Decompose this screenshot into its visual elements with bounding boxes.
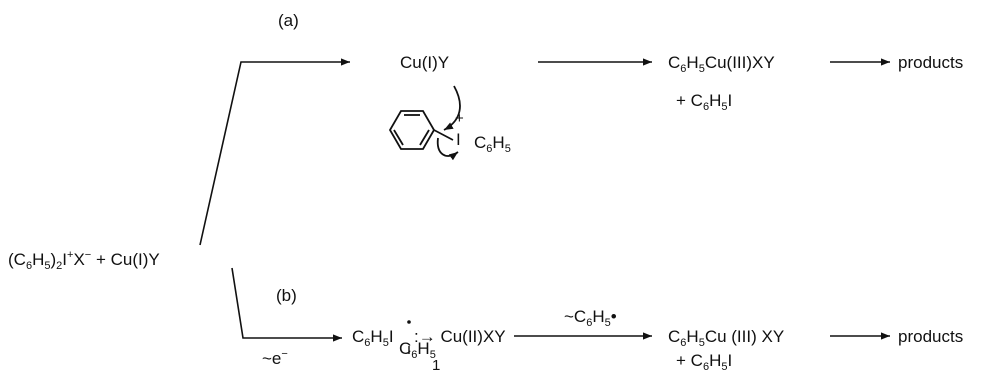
benzene-ring [388,110,436,150]
path-b-label: (b) [276,286,297,305]
electron-transfer-label: ~e− [262,348,288,368]
path-a-cu-reagent: Cu(I)Y [400,53,450,72]
curved-arrow-cu-attack [443,85,461,131]
path-b-product: C6H5Cu (III) XY [668,327,785,349]
path-b-final-products: products [898,327,964,346]
path-a-final-products: products [898,53,964,72]
intermediate-1-iodine-part: C6H5I [352,327,394,349]
branch-b-arrow [231,267,342,342]
iodonium-phenyl: C6H5 [474,133,511,155]
ring-to-iodine-bond [433,129,454,141]
iodonium-charge: + [455,110,464,127]
intermediate-1-copper-part: :→ Cu(II)XY [414,327,506,346]
intermediate-1-phenyl: C6H5 [399,339,436,361]
radical-loss-label: ~C6H5• [564,307,617,329]
iodonium-iodine: I [456,130,461,149]
branch-a-arrow [199,58,350,246]
reactant-formula: (C6H5)2I+X− + Cu(I)Y [8,249,160,272]
path-a-coproduct: + C6H5I [676,91,733,113]
intermediate-1-number: 1 [432,357,441,374]
iodine-radical-dot [407,320,411,324]
path-a-label: (a) [278,11,299,30]
path-a-product: C6H5Cu(III)XY [668,53,775,75]
curved-arrow-bond-cleavage [436,137,459,161]
path-b-coproduct: + C6H5I [676,351,733,373]
